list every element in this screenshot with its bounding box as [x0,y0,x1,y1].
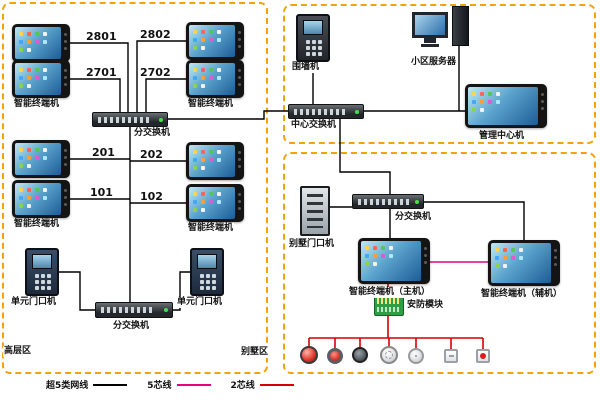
legend-item-wire5: 5芯线 [147,378,211,391]
sub-switch-upper [92,112,168,127]
sub-switch-caption: 分交换机 [112,321,151,332]
alarm-siren-icon [300,346,318,364]
terminal-202-device [186,142,244,180]
terminal-caption: 智能终端机 [13,219,61,230]
terminal-2701-device [12,60,70,98]
legend-wire2-label: 2芯线 [230,381,255,391]
highrise-region-label: 高层区 [3,346,33,357]
wire2-line-swatch [259,383,294,386]
region-management-box [283,4,596,144]
legend: 超5类网线 5芯线 2芯线 [46,378,294,391]
sub-switch-caption: 分交换机 [133,128,172,139]
panic-button-icon [476,349,490,363]
security-module-device [374,294,404,316]
terminal-2802-device [186,22,244,60]
terminal-master-device [358,238,430,284]
cat5-wires [59,40,525,311]
unit-number-2801: 2801 [86,30,117,43]
unit-number-201: 201 [92,146,115,159]
security-module-caption: 安防模块 [406,300,445,311]
unit-door-station-right [190,248,224,296]
heat-detector-icon [408,348,424,364]
management-center-caption: 管理中心机 [478,131,526,142]
server-tower [452,6,469,46]
perimeter-caption: 围墙机 [291,62,321,73]
legend-item-wire2: 2芯线 [231,378,294,391]
villa-door-caption: 别墅门口机 [288,239,336,250]
unit-number-2701: 2701 [86,66,117,79]
terminal-master-caption: 智能终端机（主机） [348,287,432,298]
center-switch-caption: 中心交换机 [290,120,338,131]
terminal-102-device [186,184,244,222]
villa-sub-switch-caption: 分交换机 [394,212,433,223]
server-caption: 小区服务器 [410,57,458,68]
unit-number-202: 202 [140,148,163,161]
region-villa-box [283,152,596,374]
terminal-2801-device [12,24,70,62]
villa-sub-switch-device [352,194,424,209]
unit-number-2702: 2702 [140,66,171,79]
villa-door-station-device [300,186,330,236]
emergency-button-icon [327,348,343,364]
smoke-detector-icon [380,346,398,364]
management-center-device [465,84,547,128]
wire5-line-swatch [176,383,211,386]
door-contact-icon [444,349,458,363]
perimeter-station-device [296,14,330,62]
cat5-line-swatch [93,383,128,386]
server-monitor [412,12,448,38]
terminal-caption: 智能终端机 [13,99,61,110]
server-monitor-stand [424,38,436,43]
unit-number-102: 102 [140,190,163,203]
community-server-device [412,6,482,52]
terminal-201-device [12,140,70,178]
unit-door-caption: 单元门口机 [10,297,58,308]
terminal-aux-device [488,240,560,286]
terminal-aux-caption: 智能终端机（辅机） [480,289,564,300]
gas-detector-icon [352,347,368,363]
villa-region-label: 别墅区 [240,347,270,358]
terminal-2702-device [186,60,244,98]
sub-switch-lower [95,302,173,318]
unit-door-station-left [25,248,59,296]
terminal-caption: 智能终端机 [187,223,235,234]
center-switch-device [288,104,364,119]
unit-number-101: 101 [90,186,113,199]
region-highrise-box [2,2,268,374]
unit-door-caption: 单元门口机 [176,297,224,308]
terminal-101-device [12,180,70,218]
legend-wire5-label: 5芯线 [147,381,172,391]
legend-item-cat5: 超5类网线 [46,378,128,391]
legend-cat5-label: 超5类网线 [46,381,89,391]
terminal-caption: 智能终端机 [187,99,235,110]
unit-number-2802: 2802 [140,28,171,41]
